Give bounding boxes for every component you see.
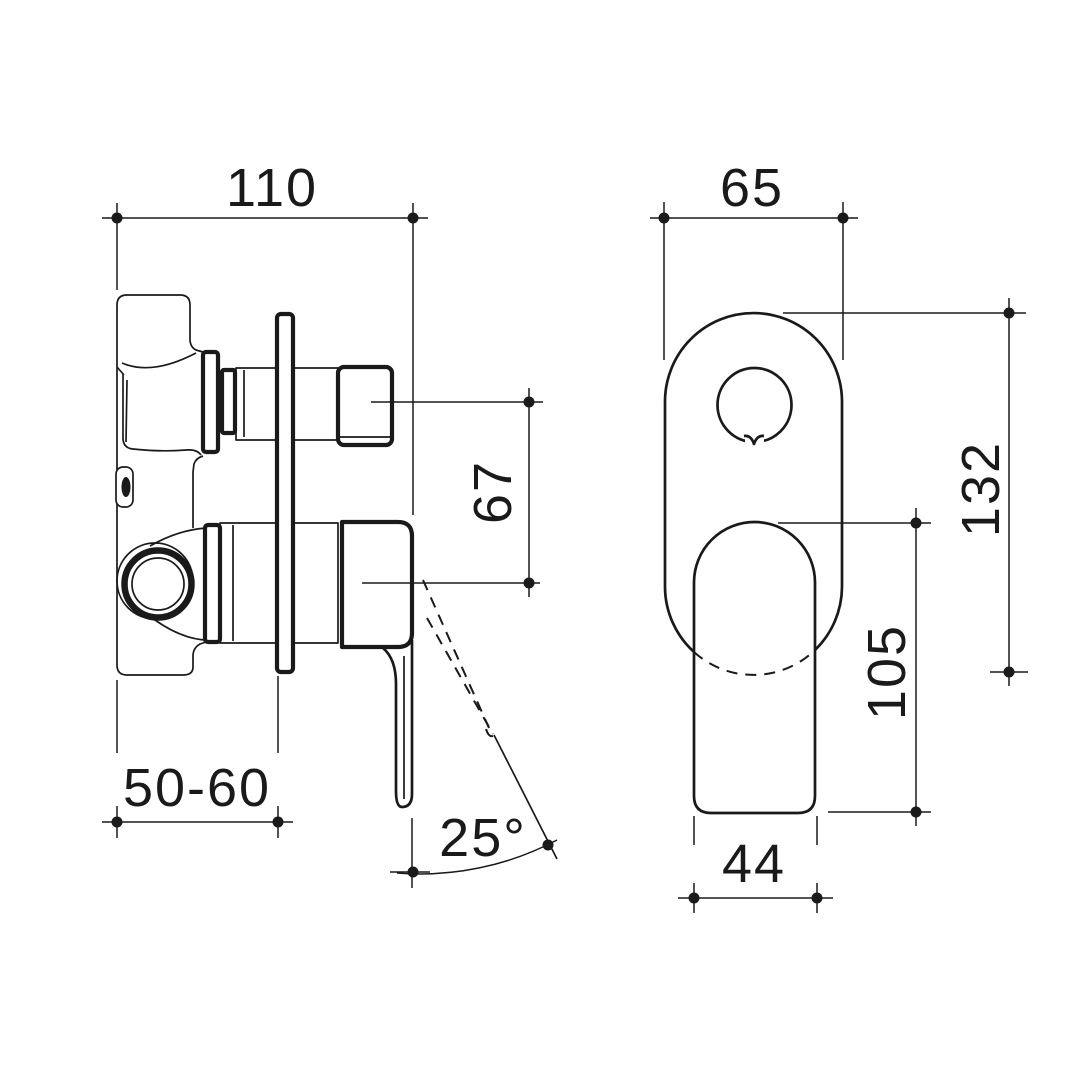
dimension-label-50-60: 50-60 bbox=[123, 758, 271, 818]
wall-plate-section bbox=[274, 311, 296, 675]
dimension-endpoint-dot bbox=[272, 816, 284, 828]
handle-swing-axis-line bbox=[493, 734, 558, 860]
dimension-label-105: 105 bbox=[857, 624, 917, 720]
dimension-endpoint-dot bbox=[523, 577, 535, 589]
diverter-hole-notch bbox=[743, 434, 765, 446]
dimension-endpoint-dot bbox=[658, 212, 670, 224]
dimension-endpoint-dot bbox=[910, 517, 922, 529]
dimension-endpoint-dot bbox=[1003, 307, 1015, 319]
dimension-plate-height-132: 132 bbox=[783, 298, 1028, 686]
dimension-endpoint-dot bbox=[111, 212, 123, 224]
diverter-flange bbox=[200, 349, 221, 455]
dimension-handle-drop-105: 105 bbox=[778, 508, 931, 826]
handle-swing-hidden-tip bbox=[485, 728, 497, 738]
dimension-endpoint-dot bbox=[407, 212, 419, 224]
dimension-label-25deg: 25° bbox=[439, 808, 527, 868]
dimension-label-132: 132 bbox=[951, 441, 1011, 537]
dimension-overall-depth-110: 110 bbox=[102, 158, 428, 515]
dimension-label-65: 65 bbox=[720, 158, 784, 218]
side-view bbox=[115, 294, 558, 860]
front-view bbox=[663, 311, 844, 815]
diverter-hole-notch-patch bbox=[745, 433, 764, 444]
handle-blade-side bbox=[377, 640, 414, 809]
dimension-endpoint-dot bbox=[811, 892, 823, 904]
side-port-slot bbox=[121, 477, 131, 497]
inlet-inner-circle bbox=[131, 557, 185, 611]
dimension-endpoint-dot bbox=[688, 892, 700, 904]
extension-line bbox=[693, 816, 818, 845]
dimension-wall-range-50-60: 50-60 bbox=[102, 676, 293, 838]
dimension-label-67: 67 bbox=[463, 460, 523, 524]
wall-plate-hidden-edge bbox=[693, 649, 816, 676]
diverter-cap bbox=[335, 364, 395, 448]
dimension-endpoint-dot bbox=[910, 806, 922, 818]
inlet-ring bbox=[121, 547, 195, 621]
dimension-label-110: 110 bbox=[226, 158, 318, 218]
dimension-endpoint-dot bbox=[111, 816, 123, 828]
leader-line bbox=[362, 401, 543, 584]
dimension-swing-angle-25: 25° bbox=[390, 808, 558, 888]
handle-swing-hidden-line-right bbox=[422, 579, 490, 729]
handle-front-outline bbox=[692, 520, 817, 815]
cartridge-flange bbox=[202, 522, 223, 645]
wall-plate-outline bbox=[663, 311, 844, 653]
extension-line bbox=[116, 203, 414, 515]
handle-hub-side bbox=[339, 519, 415, 650]
extension-line bbox=[663, 202, 844, 360]
diverter-step-ring bbox=[219, 367, 238, 436]
dimension-handle-width-44: 44 bbox=[678, 816, 833, 913]
dimension-plate-width-65: 65 bbox=[650, 158, 858, 360]
dimension-centres-67: 67 bbox=[362, 388, 543, 597]
dimension-endpoint-dot bbox=[407, 866, 419, 878]
extension-line bbox=[116, 676, 279, 753]
dimension-endpoint-dot bbox=[542, 839, 554, 851]
housing-outline bbox=[116, 352, 202, 456]
dimension-endpoint-dot bbox=[837, 212, 849, 224]
handle-swing-hidden-line-left bbox=[426, 617, 494, 735]
dimension-endpoint-dot bbox=[1003, 666, 1015, 678]
dimension-endpoint-dot bbox=[523, 396, 535, 408]
dimension-label-44: 44 bbox=[722, 834, 786, 894]
diverter-button-hole bbox=[716, 366, 793, 444]
